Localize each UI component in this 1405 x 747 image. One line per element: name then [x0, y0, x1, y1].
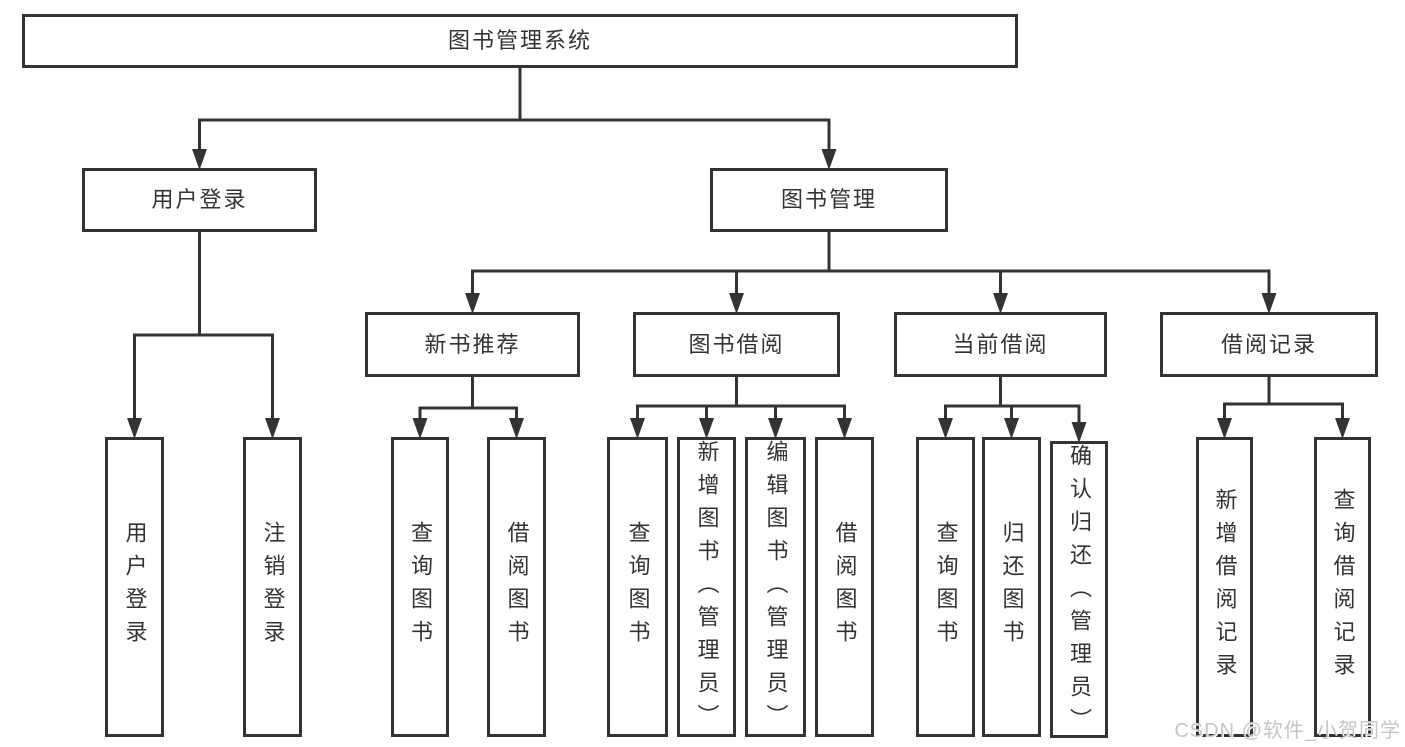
node-cb-return: 归还图书 — [982, 437, 1041, 737]
node-bb-edit: 编辑图书（管理员） — [745, 437, 806, 737]
node-cur-borrow: 当前借阅 — [894, 312, 1107, 377]
node-nr-query: 查询图书 — [391, 437, 449, 737]
node-rec-add: 新增借阅记录 — [1196, 437, 1253, 737]
node-nr-borrow: 借阅图书 — [487, 437, 546, 737]
node-new-rec: 新书推荐 — [365, 312, 580, 377]
node-bb-add: 新增图书（管理员） — [677, 437, 736, 737]
node-logout: 注销登录 — [243, 437, 302, 737]
node-book-mgmt: 图书管理 — [710, 168, 948, 232]
node-user-login: 用户登录 — [82, 168, 317, 232]
node-cb-query: 查询图书 — [916, 437, 975, 737]
node-bb-borrow: 借阅图书 — [815, 437, 874, 737]
node-root: 图书管理系统 — [22, 14, 1018, 68]
watermark: CSDN @软件_小贺同学 — [1174, 720, 1401, 742]
node-login: 用户登录 — [105, 437, 164, 737]
node-cb-confirm: 确认归还（管理员） — [1050, 441, 1108, 741]
node-rec: 借阅记录 — [1160, 312, 1378, 377]
node-rec-query: 查询借阅记录 — [1314, 437, 1371, 737]
node-bb-query: 查询图书 — [607, 437, 668, 737]
node-book-borrow: 图书借阅 — [633, 312, 840, 377]
